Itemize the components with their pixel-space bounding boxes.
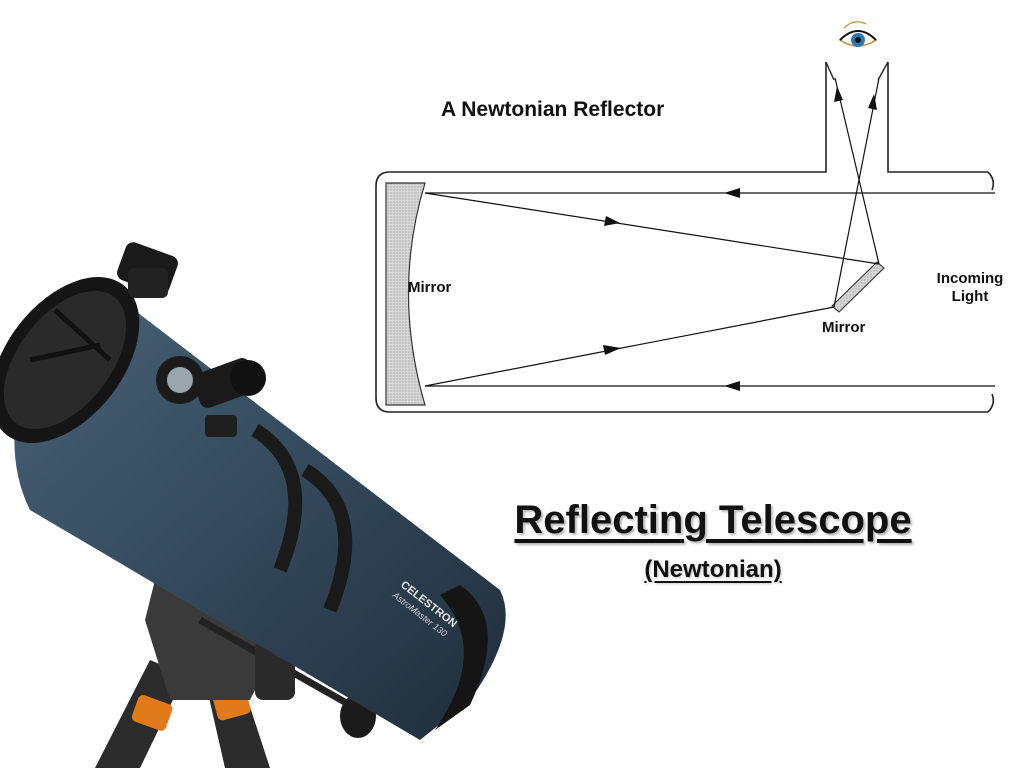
arrow-top-in — [724, 188, 740, 198]
ray-up-1 — [834, 77, 880, 265]
tube-outline — [375, 62, 988, 413]
secondary-mirror-shape — [831, 261, 885, 313]
incoming-light-line2: Light — [951, 288, 989, 305]
finder-scope — [117, 242, 178, 298]
eye-icon — [838, 21, 878, 47]
tube-end-bottom — [987, 393, 995, 413]
incoming-light-line1: Incoming — [936, 270, 1004, 287]
diagram-title: A Newtonian Reflector — [441, 98, 665, 121]
secondary-mirror-label: Mirror — [822, 319, 866, 336]
focuser — [156, 356, 266, 437]
tube-rings — [251, 424, 353, 613]
slide-subtitle: (Newtonian) — [644, 556, 782, 583]
ray-reflect-bottom — [424, 306, 835, 387]
eyepiece-side-left — [825, 61, 835, 81]
telescope-photo: CELESTRON AstroMaster 130 — [0, 242, 506, 768]
slide-title: Reflecting Telescope — [514, 498, 912, 542]
arrow-bottom-out — [603, 345, 621, 355]
ray-up-2 — [833, 77, 880, 308]
arrow-top-out — [604, 216, 620, 226]
primary-mirror-label: Mirror — [408, 279, 452, 296]
eyepiece-side-right — [877, 61, 889, 81]
incoming-light-label: Incoming Light — [918, 270, 1022, 306]
primary-mirror-shape — [385, 182, 426, 406]
arrow-bottom-in — [724, 381, 740, 391]
telescope-tube — [0, 277, 506, 740]
arrow-up-1 — [834, 86, 843, 102]
ray-reflect-top — [424, 192, 880, 265]
arrow-up-2 — [868, 94, 877, 110]
tube-end-top — [987, 171, 995, 191]
